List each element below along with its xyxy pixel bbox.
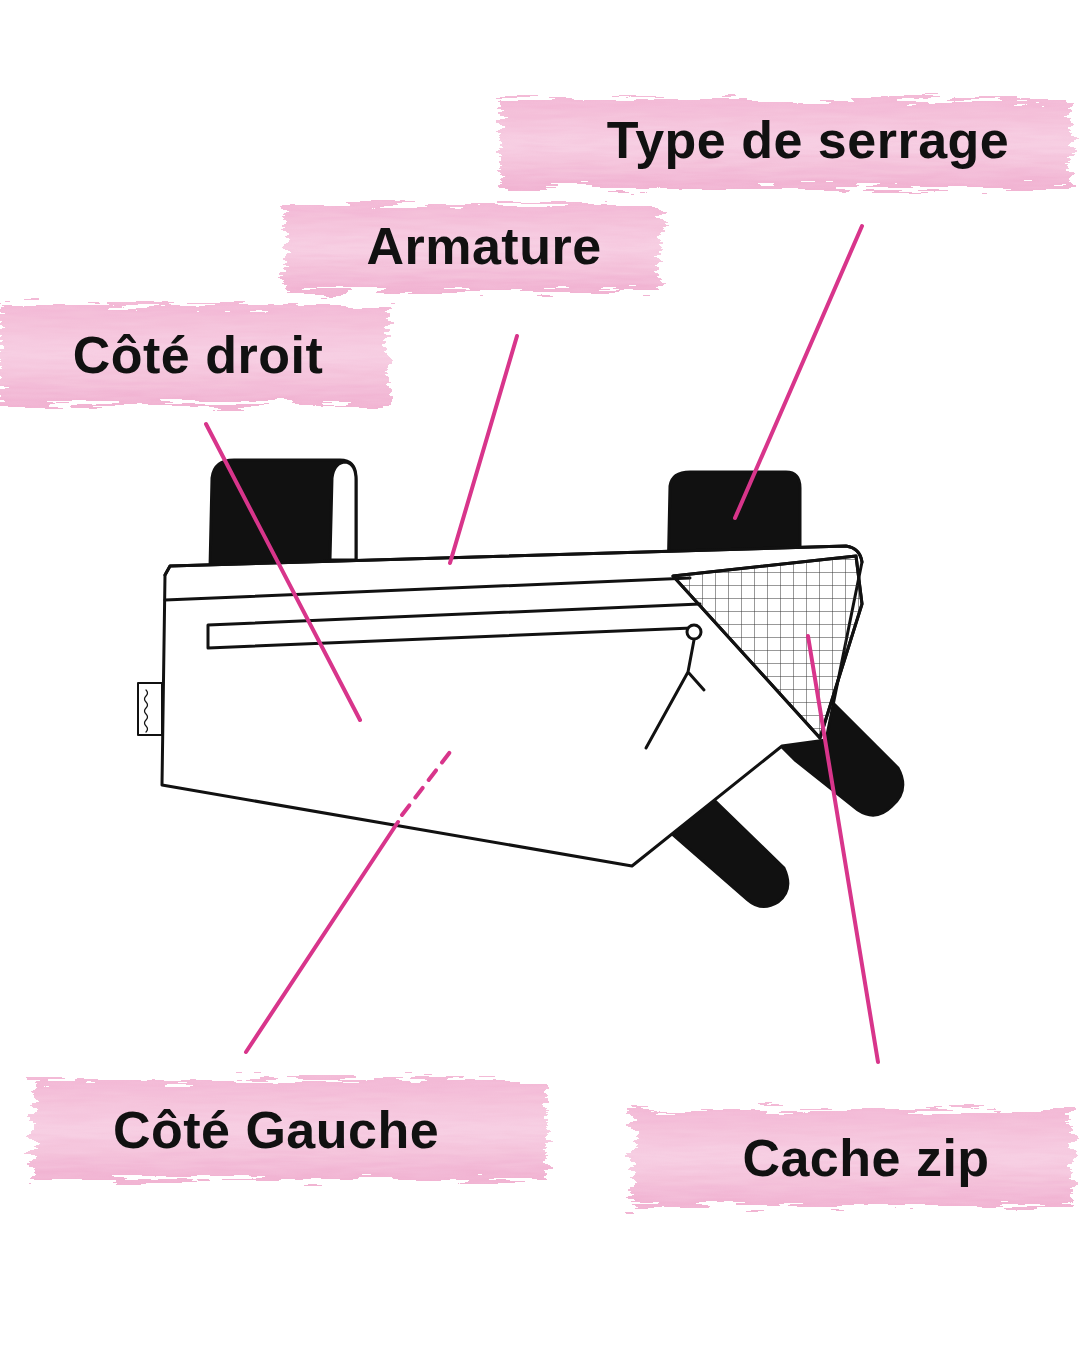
bag-body <box>162 546 862 866</box>
brush-band <box>285 205 660 291</box>
zip-cord <box>646 640 704 748</box>
brush-band <box>0 305 388 405</box>
tag-squiggle <box>145 690 148 732</box>
brush-band <box>500 100 1070 188</box>
leader-line <box>246 822 398 1052</box>
part-label: Côté Gauche <box>113 1104 439 1156</box>
zip-puller <box>687 625 701 639</box>
part-label: Type de serrage <box>607 114 1010 166</box>
leader-line <box>402 752 450 815</box>
leader-line <box>450 336 517 563</box>
bag-frame-edge <box>165 578 690 600</box>
part-label: Cache zip <box>742 1132 989 1184</box>
strap-loop <box>330 462 356 560</box>
zip-cover-outline <box>673 556 862 738</box>
brush-band <box>32 1080 547 1180</box>
zipper <box>208 604 700 648</box>
part-label: Armature <box>366 220 601 272</box>
leader-line <box>206 424 360 720</box>
brush-band <box>632 1110 1072 1206</box>
part-label: Côté droit <box>73 329 324 381</box>
leader-line <box>808 636 878 1062</box>
leader-line <box>735 226 862 518</box>
sewn-tag <box>138 683 162 735</box>
zip-cover <box>673 556 862 738</box>
